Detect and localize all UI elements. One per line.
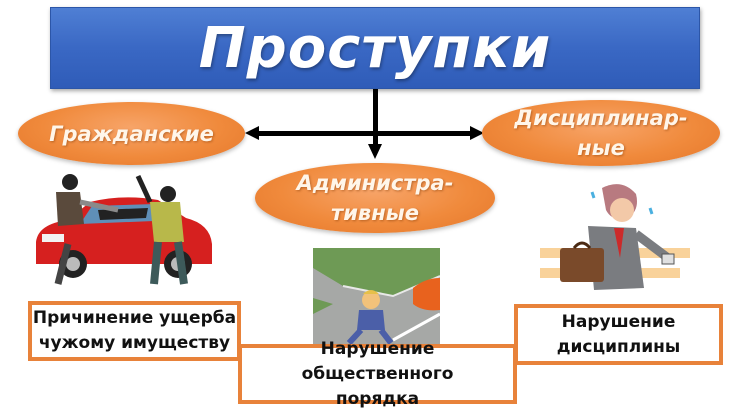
example-box-administrative: Нарушение общественного порядка: [238, 339, 517, 409]
category-admin-label-line1: Администра-: [296, 171, 454, 195]
category-disciplinary: Дисциплинар- ные: [482, 100, 720, 166]
diagram-title: Проступки: [198, 15, 552, 81]
example-admin-line2: порядка: [335, 388, 420, 409]
vertical-connector: [373, 89, 378, 146]
category-disc-label-line2: ные: [577, 136, 625, 160]
example-box-disciplinary: Нарушение дисциплины: [514, 304, 723, 365]
horizontal-connector: [258, 131, 478, 136]
arrow-down-icon: [368, 144, 382, 159]
vandals-car-illustration: [28, 172, 218, 290]
category-disc-label-line1: Дисциплинар-: [514, 106, 688, 130]
example-civil-line2: чужому имуществу: [38, 333, 231, 353]
street-crossing-illustration: [313, 248, 440, 345]
example-disc-line1: Нарушение: [561, 311, 676, 332]
example-civil-line1: Причинение ущерба: [32, 308, 237, 328]
arrow-right-icon: [470, 126, 484, 140]
category-administrative: Администра- тивные: [255, 163, 495, 233]
late-businessman-illustration: [540, 178, 690, 303]
category-civil-label: Гражданские: [49, 121, 214, 146]
example-admin-line1: Нарушение общественного: [301, 338, 454, 384]
category-admin-label-line2: тивные: [331, 201, 419, 225]
category-civil: Гражданские: [18, 102, 245, 165]
example-disc-line2: дисциплины: [556, 336, 681, 357]
example-box-civil: Причинение ущерба чужому имуществу: [28, 301, 241, 361]
title-box: Проступки: [50, 7, 700, 89]
arrow-left-icon: [245, 126, 259, 140]
